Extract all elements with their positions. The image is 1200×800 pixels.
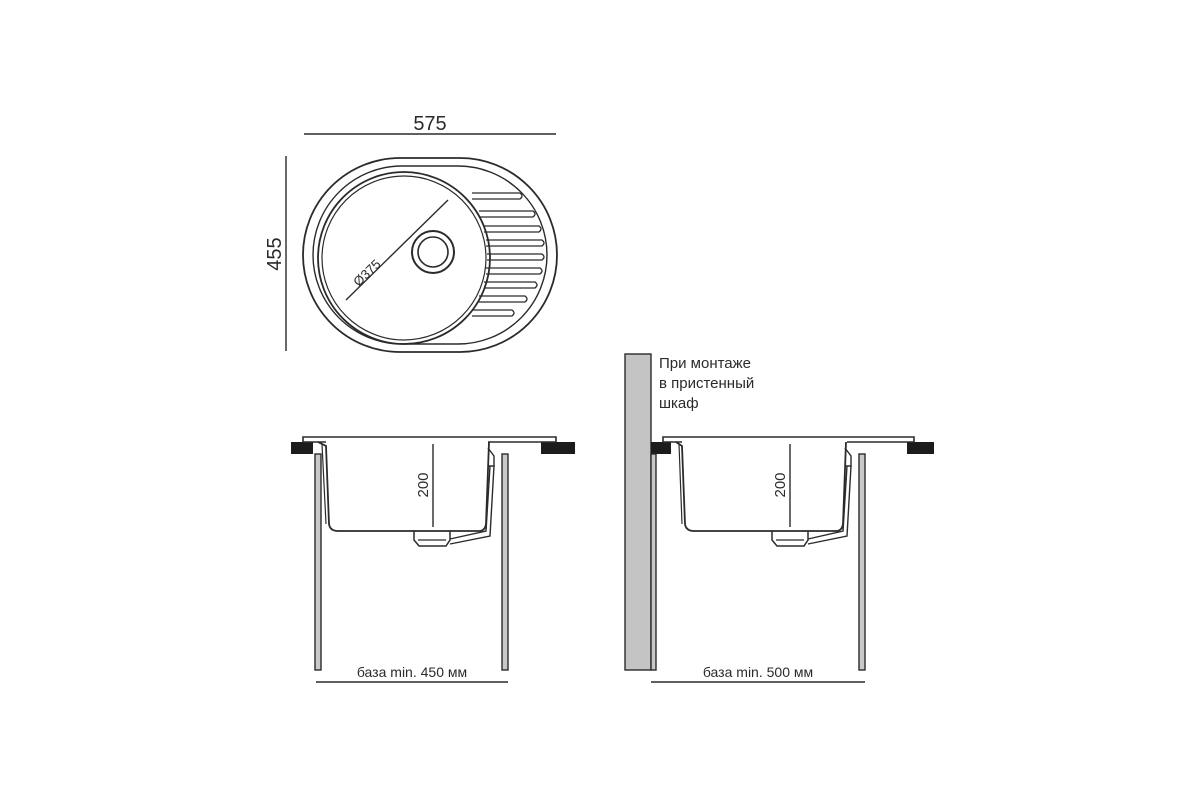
cabinet-panel-right [858, 453, 866, 671]
drain-fitting [413, 531, 451, 547]
bowl-profile-inner [321, 443, 327, 525]
top-view: 575 455 Ø375 [264, 113, 558, 353]
groove-7 [484, 281, 538, 289]
diameter-label: Ø375 [350, 256, 383, 289]
depth-dimension-label: 200 [772, 472, 789, 497]
groove-9 [472, 309, 515, 317]
groove-3 [484, 225, 542, 233]
overflow-pipe [449, 465, 495, 545]
groove-1 [472, 192, 523, 200]
bowl-profile [675, 441, 847, 532]
sink-outer-rim [302, 157, 558, 353]
groove-6 [486, 267, 543, 275]
cabinet-panel-right [501, 453, 509, 671]
wall-note-line-2: в пристенный [659, 375, 754, 392]
wall-note-line-3: шкаф [659, 395, 699, 412]
drain-inner-icon [417, 236, 449, 268]
depth-dimension-label: 200 [415, 472, 432, 497]
base-dimension-label: база min. 450 мм [357, 664, 467, 680]
bowl-profile-inner [678, 443, 683, 525]
sink-inner-rim [312, 165, 548, 345]
side-view-right: При монтаже в пристенный шкаф 200 база m… [624, 353, 934, 683]
sink-flange [662, 436, 915, 443]
groove-5 [487, 253, 545, 261]
countertop-right-block [541, 442, 575, 454]
sink-flange [302, 436, 557, 443]
drainboard-grooves [472, 192, 545, 317]
wall-note-line-1: При монтаже [659, 355, 751, 372]
groove-8 [479, 295, 528, 303]
bowl-profile [317, 441, 490, 532]
overflow-fitting [844, 447, 852, 467]
bowl-inner-outline [321, 175, 487, 341]
base-dimension-label: база min. 500 мм [703, 664, 813, 680]
drain-outer-icon [411, 230, 455, 274]
overflow-fitting [487, 447, 495, 467]
height-dimension-label: 455 [264, 237, 286, 270]
groove-2 [479, 210, 536, 218]
diameter-line [345, 199, 449, 301]
width-dimension-label: 575 [413, 113, 446, 135]
countertop-left-block [291, 442, 313, 454]
bowl-outline [317, 171, 491, 345]
wall [624, 353, 652, 671]
cabinet-panel-left [314, 453, 322, 671]
drain-fitting [771, 531, 809, 547]
side-view-left: 200 база min. 450 мм [291, 436, 575, 683]
countertop-right-block [907, 442, 934, 454]
overflow-pipe [807, 465, 852, 545]
cabinet-panel-left [650, 453, 657, 671]
countertop-left-block [651, 442, 671, 454]
groove-4 [486, 239, 545, 247]
